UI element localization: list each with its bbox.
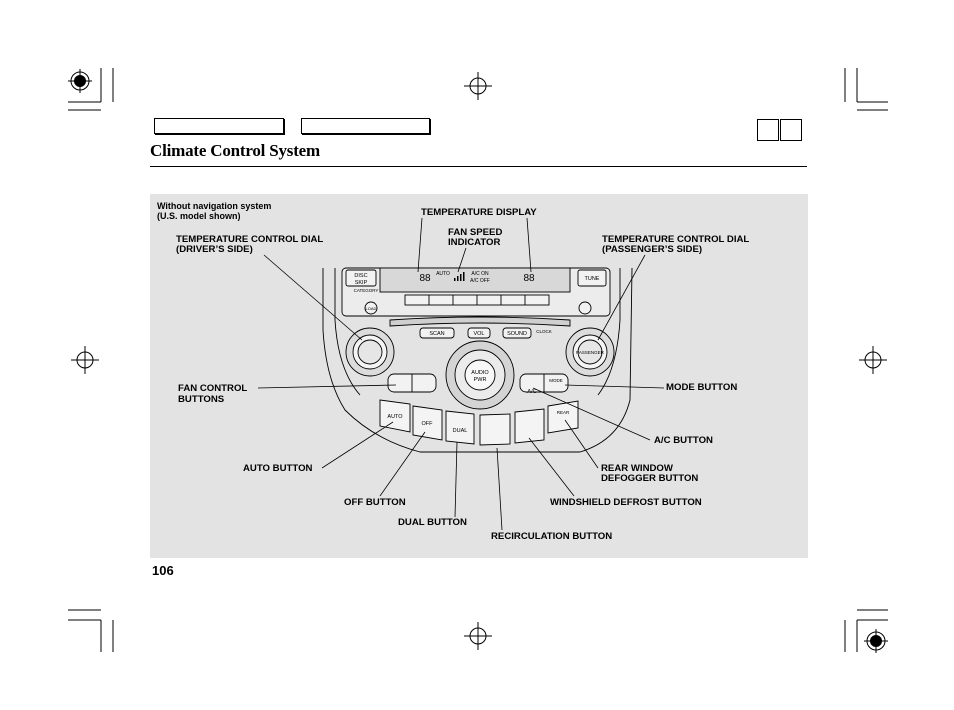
- mode-text: MODE: [549, 378, 563, 383]
- tune-text: TUNE: [585, 276, 600, 282]
- auto-text: AUTO: [387, 414, 403, 420]
- label-temp-dial-driver-1: TEMPERATURE CONTROL DIAL: [176, 234, 324, 245]
- vol-text: VOL: [473, 331, 484, 337]
- rear-text: REAR: [557, 410, 570, 415]
- climate-panel-illustration: DISC SKIP CATEGORY LOAD TUNE SCAN VOL SO…: [257, 217, 665, 531]
- label-rear-window-1: REAR WINDOW: [601, 463, 673, 474]
- label-mode-button: MODE BUTTON: [666, 382, 738, 393]
- label-windshield-defrost: WINDSHIELD DEFROST BUTTON: [550, 497, 702, 508]
- load-text: LOAD: [366, 306, 377, 311]
- display-ac-off: A/C OFF: [470, 278, 490, 284]
- page-number: 106: [152, 563, 174, 578]
- label-temp-dial-driver-2: (DRIVER’S SIDE): [176, 244, 253, 255]
- nav-tab-1[interactable]: [154, 118, 284, 134]
- title-rule: [150, 166, 807, 167]
- next-page-button[interactable]: [780, 119, 802, 141]
- label-fan-speed-2: INDICATOR: [448, 237, 501, 248]
- ac-text: A/C: [527, 389, 536, 395]
- audio-text: AUDIO: [471, 370, 489, 376]
- fan-speed-bars: [454, 272, 465, 281]
- label-fan-control-2: BUTTONS: [178, 394, 225, 405]
- skip-text-left: SKIP: [355, 280, 368, 286]
- display-ac-on: A/C ON: [471, 271, 489, 277]
- label-fan-control-1: FAN CONTROL: [178, 383, 248, 394]
- category-text: CATEGORY: [354, 288, 379, 293]
- nav-tab-2[interactable]: [301, 118, 430, 134]
- sound-text: SOUND: [507, 331, 527, 337]
- caption-line2: (U.S. model shown): [157, 211, 241, 221]
- label-rear-window-2: DEFOGGER BUTTON: [601, 473, 699, 484]
- label-fan-speed-1: FAN SPEED: [448, 227, 503, 238]
- label-temp-dial-passenger-2: (PASSENGER’S SIDE): [602, 244, 703, 255]
- label-temp-dial-passenger-1: TEMPERATURE CONTROL DIAL: [602, 234, 750, 245]
- label-recirculation-button: RECIRCULATION BUTTON: [491, 531, 613, 542]
- dual-text: DUAL: [453, 428, 468, 434]
- label-dual-button: DUAL BUTTON: [398, 517, 467, 528]
- clock-text: CLOCK: [536, 329, 552, 334]
- display-auto: AUTO: [436, 271, 450, 277]
- label-temperature-display: TEMPERATURE DISPLAY: [421, 207, 537, 218]
- display-left-temp: 88: [419, 273, 431, 284]
- off-text: OFF: [422, 421, 434, 427]
- label-auto-button: AUTO BUTTON: [243, 463, 313, 474]
- label-ac-button: A/C BUTTON: [654, 435, 713, 446]
- disc-skip-text: DISC: [354, 273, 367, 279]
- prev-page-button[interactable]: [757, 119, 779, 141]
- display-right-temp: 88: [523, 273, 535, 284]
- pwr-text: PWR: [474, 377, 487, 383]
- passenger-text: PASSENGER: [576, 350, 604, 355]
- label-off-button: OFF BUTTON: [344, 497, 406, 508]
- page-title: Climate Control System: [150, 141, 320, 160]
- caption-line1: Without navigation system: [157, 201, 272, 211]
- scan-text: SCAN: [429, 331, 444, 337]
